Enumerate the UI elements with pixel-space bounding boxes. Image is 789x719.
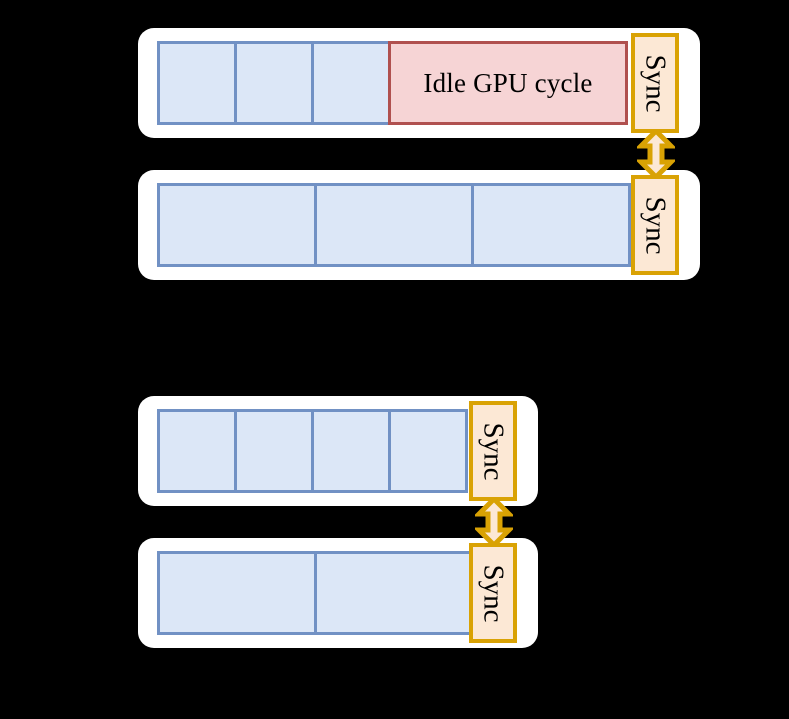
sync-label: Sync [639, 54, 672, 112]
pipeline-row-3-cells [157, 409, 469, 493]
sync-block-row-3[interactable]: Sync [469, 401, 517, 501]
pipeline-row-1-cells: Idle GPU cycle [157, 41, 631, 125]
compute-cell[interactable] [234, 409, 314, 493]
compute-cell[interactable] [157, 551, 317, 635]
compute-cell[interactable] [234, 41, 314, 125]
compute-cell[interactable] [314, 551, 474, 635]
compute-cell[interactable] [311, 41, 391, 125]
compute-cell[interactable] [157, 41, 237, 125]
compute-cell[interactable] [311, 409, 391, 493]
compute-cell[interactable] [471, 183, 631, 267]
pipeline-row-2-cells [157, 183, 631, 267]
sync-block-row-2[interactable]: Sync [631, 175, 679, 275]
compute-cell[interactable] [157, 409, 237, 493]
compute-cell[interactable] [388, 409, 468, 493]
sync-label: Sync [639, 196, 672, 254]
pipeline-row-4-cells [157, 551, 474, 635]
compute-cell[interactable] [157, 183, 317, 267]
sync-arrow-bottom [475, 497, 513, 547]
sync-block-row-4[interactable]: Sync [469, 543, 517, 643]
idle-gpu-cycle-cell[interactable]: Idle GPU cycle [388, 41, 628, 125]
sync-block-row-1[interactable]: Sync [631, 33, 679, 133]
double-arrow-icon [475, 497, 513, 547]
sync-arrow-top [637, 129, 675, 179]
sync-label: Sync [477, 564, 510, 622]
double-arrow-icon [637, 129, 675, 179]
sync-label: Sync [477, 422, 510, 480]
compute-cell[interactable] [314, 183, 474, 267]
idle-gpu-cycle-label: Idle GPU cycle [423, 67, 593, 98]
